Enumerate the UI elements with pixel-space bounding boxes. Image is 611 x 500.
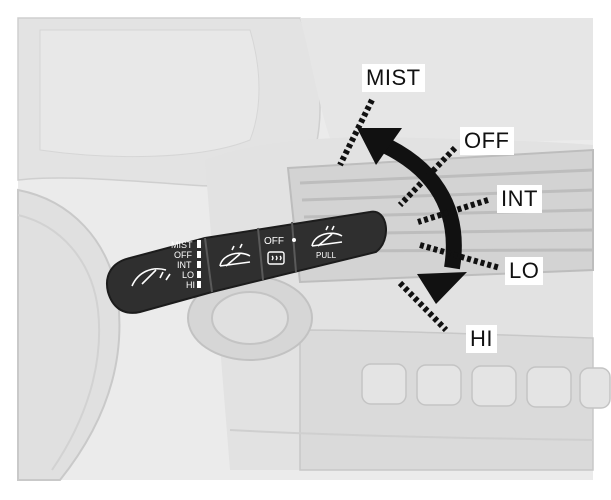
- cluster-glass: [39, 29, 260, 158]
- panel-seam: [229, 429, 594, 441]
- stalk-scale-off: OFF: [174, 250, 192, 260]
- windshield-wiper-icon: [131, 268, 171, 287]
- callout-int: INT: [497, 185, 542, 213]
- rear-defrost-icon: [267, 251, 285, 265]
- callout-mist: MIST: [362, 64, 425, 92]
- stalk-scale-hi: HI: [186, 280, 195, 290]
- steering-wheel-inner: [17, 214, 101, 471]
- washer-off-text: OFF: [264, 236, 284, 247]
- callout-lo: LO: [505, 257, 544, 285]
- callout-off: OFF: [460, 127, 514, 155]
- stalk-scale-mist: MIST: [171, 240, 193, 250]
- pull-text: PULL: [316, 251, 337, 260]
- rotation-arrow: [357, 128, 467, 304]
- switch-row: [361, 363, 611, 409]
- stalk-scale-int: INT: [177, 260, 192, 270]
- stalk-scale-lo: LO: [182, 270, 194, 280]
- leader-off: [397, 145, 458, 208]
- arrow-head-down: [417, 272, 467, 304]
- leader-mist: [337, 98, 375, 167]
- indicator-dot: [292, 238, 296, 242]
- leader-int: [417, 197, 489, 225]
- leader-lines: [337, 98, 501, 333]
- leader-hi: [397, 280, 449, 333]
- front-wiper-icon: [219, 243, 251, 267]
- arrow-head-up: [357, 128, 402, 165]
- callout-hi: HI: [466, 325, 497, 353]
- washer-icon: [311, 225, 343, 247]
- ignition-ring: [211, 291, 289, 345]
